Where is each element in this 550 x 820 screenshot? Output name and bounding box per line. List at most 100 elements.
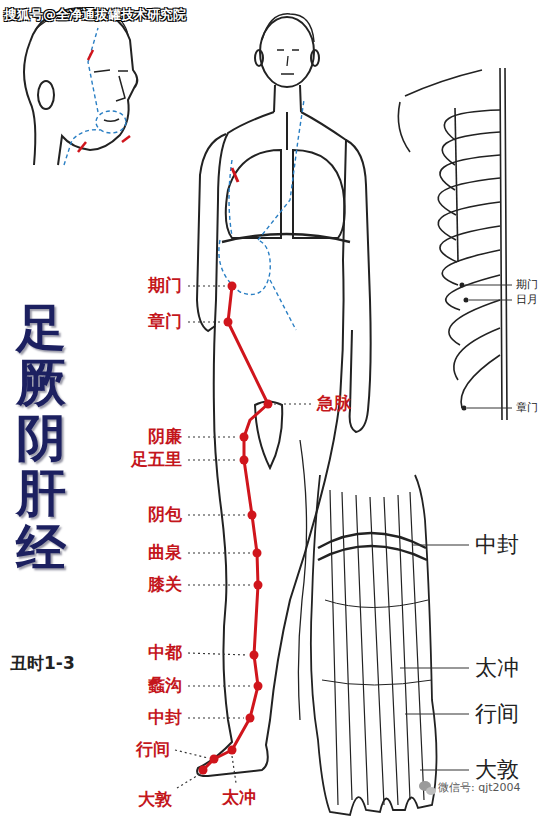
acupoint-dot <box>199 282 273 775</box>
acupoint-label: 急脉 <box>317 394 351 414</box>
acupoint-dot <box>199 766 208 775</box>
acupoint-dot <box>250 651 259 660</box>
ribcage-leader <box>465 285 512 408</box>
body-outline <box>197 14 371 776</box>
liver-meridian-line <box>203 286 268 770</box>
ribcage-inset <box>449 300 500 345</box>
ribcage-inset <box>461 355 500 408</box>
wechat-id: 微信号: qjt2004 <box>438 782 521 795</box>
acupoint-label: 期门 <box>148 276 182 296</box>
internal-meridian-path <box>258 100 304 240</box>
acupoint-label: 太冲 <box>222 788 256 808</box>
head-meridian-path <box>96 111 126 133</box>
acupoint-label: 阴廉 <box>148 427 182 447</box>
head-meridian-path <box>64 28 126 165</box>
body-outline <box>262 14 314 42</box>
body-outline <box>274 85 301 112</box>
leader-line <box>188 514 246 515</box>
leader-line <box>188 552 251 553</box>
wechat-icon <box>419 781 436 795</box>
acupoint-dot <box>246 714 255 723</box>
watermark: 搜狐号@全净通拔罐技术研究院 <box>4 8 186 23</box>
ribcage-marker <box>464 298 469 303</box>
ribcage-inset <box>398 68 507 420</box>
lungs <box>222 112 350 242</box>
body-outline <box>197 134 226 331</box>
leader-line <box>188 717 244 718</box>
ribcage-leader <box>465 285 512 286</box>
lungs <box>226 150 281 238</box>
ribcage-leader <box>469 300 512 301</box>
acupoint-dot <box>210 755 219 764</box>
ribcage-leader <box>467 408 512 409</box>
leader-line <box>175 750 208 758</box>
acupoint-label: 膝关 <box>148 575 182 595</box>
head-inset <box>30 8 137 165</box>
leader-line <box>188 436 238 437</box>
acupoint-label: 大敦 <box>138 790 172 810</box>
head-inset <box>104 119 119 121</box>
body-outline <box>260 17 314 87</box>
ribcage-inset <box>438 178 500 215</box>
body-outline <box>311 50 319 66</box>
leader-line <box>232 756 236 783</box>
leader-line <box>188 584 252 585</box>
lungs <box>222 234 350 242</box>
foot-leader <box>405 713 469 714</box>
ribcage-inset <box>438 202 500 240</box>
leader-line <box>188 459 238 460</box>
foot-inset <box>311 475 437 815</box>
acupoint-dot <box>254 581 263 590</box>
foot-inset <box>330 490 424 805</box>
ribcage-inset <box>398 102 410 152</box>
foot-point-label: 太冲 <box>475 655 519 680</box>
rib-point-label: 章门 <box>516 402 538 415</box>
ribcage-inset <box>446 275 500 310</box>
body-outline <box>197 112 346 776</box>
leader-line <box>188 653 248 655</box>
foot-leader <box>400 667 469 668</box>
leader-line <box>188 685 252 686</box>
acupoint-dot <box>248 511 257 520</box>
body-outline <box>255 50 263 66</box>
acupoint-label: 曲泉 <box>148 543 182 563</box>
wechat-icon <box>426 787 436 795</box>
head-inset <box>24 8 137 165</box>
head-meridian-path <box>64 130 100 165</box>
ribcage-marker <box>460 283 469 411</box>
rib-point-label: 日月 <box>516 294 538 307</box>
head-inset <box>94 70 128 72</box>
foot-point-label: 大敦 <box>475 757 519 782</box>
head-meridian-path <box>88 28 98 112</box>
head-inset <box>24 42 35 165</box>
ribcage-inset <box>442 132 500 165</box>
ribcage-inset <box>440 155 500 190</box>
leader-line <box>274 403 313 404</box>
acupoint-label: 章门 <box>148 312 182 332</box>
foot-leader <box>420 769 469 770</box>
acupoint-dot <box>240 456 249 465</box>
foot-leader <box>400 545 469 770</box>
acupoint-label: 中都 <box>148 643 182 663</box>
acupoint-dot <box>240 433 249 442</box>
ribcage-inset <box>442 250 500 285</box>
body-outline <box>298 440 306 720</box>
chest-meridian-segment <box>232 168 238 182</box>
foot-point-label: 行间 <box>475 701 519 726</box>
internal-meridian-path <box>270 280 296 330</box>
rib-point-label: 期门 <box>516 279 538 292</box>
foot-inset <box>322 600 432 685</box>
meridian-title: 足厥阴肝经 <box>16 300 66 575</box>
acupoint-label: 蠡沟 <box>148 676 182 696</box>
leader-line <box>188 285 226 286</box>
head-inset <box>116 76 125 101</box>
internal-meridian-path <box>219 240 270 295</box>
ribcage-marker <box>460 283 465 288</box>
leader-line <box>175 286 313 788</box>
acupoint-dot <box>228 282 237 291</box>
foot-inset <box>311 475 437 815</box>
foot-point-label: 中封 <box>475 532 519 557</box>
acupoint-label: 阴包 <box>148 505 182 525</box>
